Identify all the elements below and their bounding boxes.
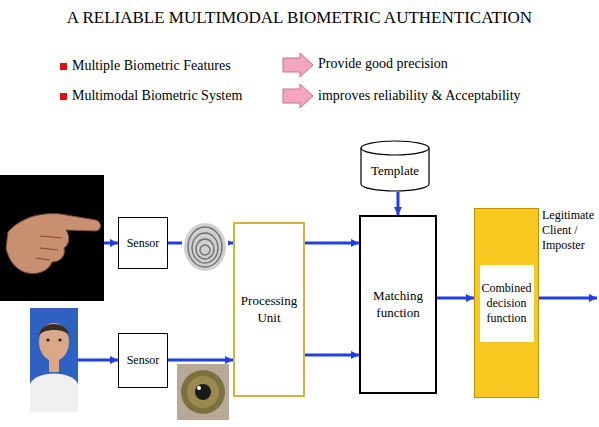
connector-arrow bbox=[305, 242, 359, 245]
face-hair bbox=[39, 324, 69, 336]
decision-inner-panel: Combined decision function bbox=[480, 265, 534, 342]
face-eye bbox=[58, 338, 61, 341]
face-photo bbox=[30, 308, 78, 412]
hand-photo bbox=[0, 175, 104, 301]
face-eye bbox=[46, 338, 49, 341]
face-neck bbox=[49, 358, 59, 372]
bullet-square bbox=[60, 63, 67, 70]
iris-image bbox=[177, 364, 229, 420]
face-shirt bbox=[30, 374, 78, 413]
connector-arrow bbox=[168, 359, 233, 362]
node-text: Matching function bbox=[361, 288, 435, 321]
block-arrow bbox=[283, 84, 313, 108]
hand-lines bbox=[36, 236, 62, 260]
bullet-text: Multimodal Biometric System bbox=[72, 88, 242, 104]
node-text: Combined decision function bbox=[482, 281, 532, 326]
fingerprint-image bbox=[182, 222, 228, 272]
input-arrow bbox=[78, 359, 118, 362]
block-arrow bbox=[283, 53, 313, 77]
input-arrow bbox=[104, 242, 118, 245]
node-text: Template bbox=[371, 163, 419, 179]
title: A RELIABLE MULTIMODAL BIOMETRIC AUTHENTI… bbox=[0, 8, 599, 28]
face-head bbox=[39, 323, 69, 361]
processing-box: Processing Unit bbox=[233, 222, 305, 397]
output-arrow bbox=[538, 297, 597, 300]
hand-shape bbox=[6, 214, 101, 274]
connector-arrow bbox=[437, 297, 474, 300]
template-cylinder: Template bbox=[360, 140, 430, 192]
node-text: Sensor bbox=[127, 236, 160, 251]
sensor-box: Sensor bbox=[118, 333, 168, 388]
output-label: Legitimate Client / Imposter bbox=[542, 208, 596, 253]
sensor-box: Sensor bbox=[118, 217, 168, 269]
node-text: Sensor bbox=[127, 353, 160, 368]
decision-box: Combined decision function bbox=[474, 208, 539, 398]
connector-arrow bbox=[397, 192, 400, 215]
bullet-text: Multiple Biometric Features bbox=[72, 58, 231, 74]
node-text: Processing Unit bbox=[235, 293, 303, 326]
connector-arrow bbox=[305, 354, 359, 357]
bullet-square bbox=[60, 93, 67, 100]
benefit-text: Provide good precision bbox=[318, 56, 448, 72]
matching-box: Matching function bbox=[359, 215, 437, 394]
benefit-text: improves reliability & Acceptability bbox=[318, 88, 521, 104]
